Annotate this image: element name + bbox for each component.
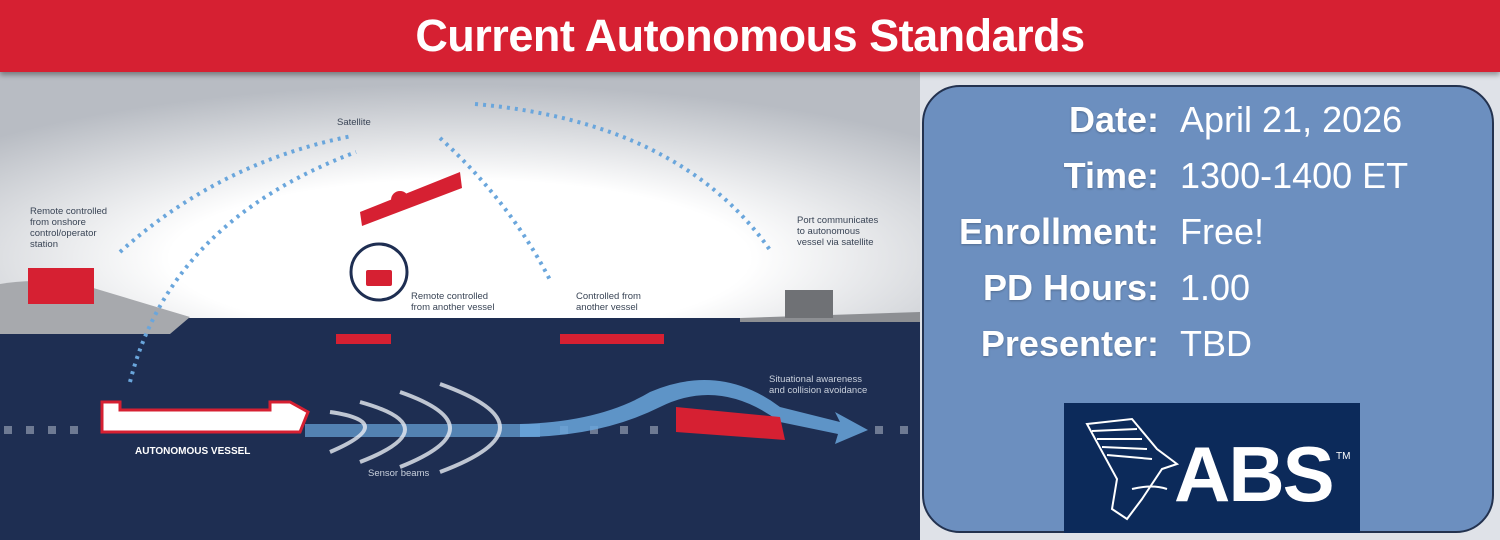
label-situational: Situational awareness and collision avoi… — [769, 374, 868, 396]
logo-text: ABS — [1174, 430, 1335, 518]
label-controlled: Controlled from another vessel — [576, 291, 641, 313]
info-value: Free! — [1180, 211, 1265, 252]
label-satellite: Satellite — [337, 117, 371, 128]
label-port: Port communicates to autonomous vessel v… — [797, 215, 879, 248]
event-info-panel: Date: April 21, 2026 Time: 1300-1400 ET En… — [922, 85, 1494, 533]
info-value: 1300-1400 ET — [1180, 155, 1409, 196]
building-icon — [28, 268, 94, 304]
info-key: Presenter: — [980, 323, 1159, 364]
autonomous-vessel-illustration: Satellite Remote controlled from onshore… — [0, 72, 920, 540]
ship-obstacle — [676, 407, 785, 440]
info-row-presenter: Presenter: TBD — [924, 323, 1496, 373]
info-row-pd-hours: PD Hours: 1.00 — [924, 267, 1496, 317]
info-value: TBD — [1180, 323, 1252, 364]
info-row-time: Time: 1300-1400 ET — [924, 155, 1496, 205]
info-key: Enrollment: — [958, 211, 1159, 252]
info-value: April 21, 2026 — [1180, 99, 1403, 140]
info-key: Time: — [1063, 155, 1159, 196]
label-sensor-beams: Sensor beams — [368, 468, 430, 479]
info-key: Date: — [1068, 99, 1159, 140]
ship-autonomous — [100, 400, 310, 434]
info-row-date: Date: April 21, 2026 — [924, 99, 1496, 149]
satellite-icon — [360, 172, 462, 226]
eagle-icon — [1085, 417, 1180, 521]
link-vessel — [128, 150, 357, 383]
sky — [0, 72, 920, 320]
trademark: TM — [1336, 451, 1351, 462]
info-value: 1.00 — [1180, 267, 1251, 308]
sensor-arcs — [329, 382, 502, 474]
abs-logo: ABS TM — [1064, 403, 1360, 533]
info-row-enrollment: Enrollment: Free! — [924, 211, 1496, 261]
ship-controlled — [560, 334, 664, 344]
title-banner: Current Autonomous Standards — [0, 0, 1500, 72]
page-title: Current Autonomous Standards — [415, 10, 1085, 61]
info-key: PD Hours: — [982, 267, 1159, 308]
link-onshore — [118, 134, 353, 254]
sensor-beam — [305, 424, 540, 437]
label-autonomous-vessel: AUTONOMOUS VESSEL — [135, 446, 251, 457]
port-crane-ship — [785, 290, 833, 318]
ship-remote — [336, 334, 391, 344]
label-onshore: Remote controlled from onshore control/o… — [30, 206, 108, 250]
avoidance-arrow — [520, 380, 868, 444]
label-remote-vessel: Remote controlled from another vessel — [411, 291, 495, 313]
